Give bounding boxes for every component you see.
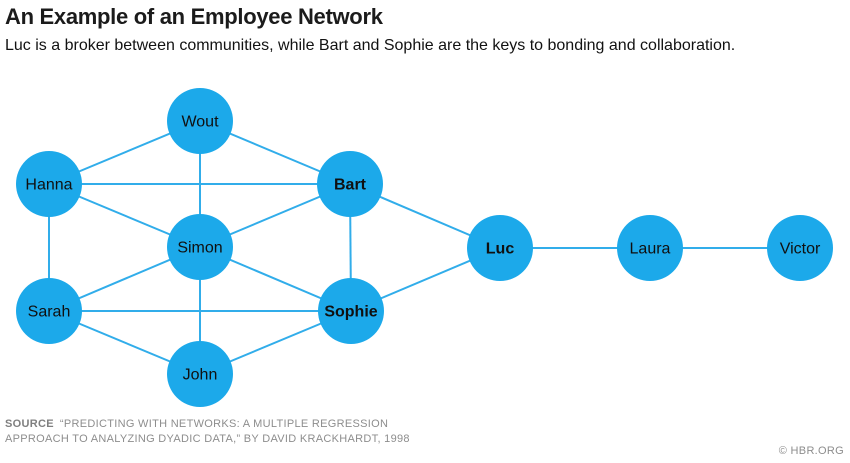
node-circle-sophie: [318, 278, 384, 344]
source-text-line2: APPROACH TO ANALYZING DYADIC DATA,” BY D…: [5, 433, 410, 445]
node-label-wout: Wout: [181, 114, 219, 131]
node-circle-wout: [167, 88, 233, 154]
node-laura: Laura: [617, 215, 683, 281]
node-label-sophie: Sophie: [324, 304, 377, 321]
node-label-luc: Luc: [486, 241, 515, 258]
node-bart: Bart: [317, 151, 383, 217]
credit: © HBR.ORG: [778, 445, 844, 457]
node-circle-sarah: [16, 278, 82, 344]
page-subtitle: Luc is a broker between communities, whi…: [5, 37, 736, 54]
node-luc: Luc: [467, 215, 533, 281]
node-label-laura: Laura: [630, 241, 671, 258]
node-label-sarah: Sarah: [28, 304, 71, 321]
node-sarah: Sarah: [16, 278, 82, 344]
header: An Example of an Employee Network Luc is…: [5, 4, 845, 55]
node-circle-john: [167, 341, 233, 407]
node-label-john: John: [183, 367, 218, 384]
node-john: John: [167, 341, 233, 407]
node-hanna: Hanna: [16, 151, 82, 217]
node-label-simon: Simon: [177, 240, 222, 257]
page-title: An Example of an Employee Network: [5, 4, 383, 29]
node-label-victor: Victor: [780, 241, 821, 258]
source-label: SOURCE: [5, 418, 54, 430]
node-victor: Victor: [767, 215, 833, 281]
node-circle-simon: [167, 214, 233, 280]
source-text-line1: “PREDICTING WITH NETWORKS: A MULTIPLE RE…: [59, 418, 389, 430]
node-label-bart: Bart: [334, 177, 367, 194]
node-circle-laura: [617, 215, 683, 281]
node-wout: Wout: [167, 88, 233, 154]
node-simon: Simon: [167, 214, 233, 280]
node-circle-victor: [767, 215, 833, 281]
node-circle-hanna: [16, 151, 82, 217]
node-circle-luc: [467, 215, 533, 281]
source-note: SOURCE “PREDICTING WITH NETWORKS: A MULTI…: [5, 417, 410, 447]
node-sophie: Sophie: [318, 278, 384, 344]
node-label-hanna: Hanna: [25, 177, 72, 194]
node-circle-bart: [317, 151, 383, 217]
